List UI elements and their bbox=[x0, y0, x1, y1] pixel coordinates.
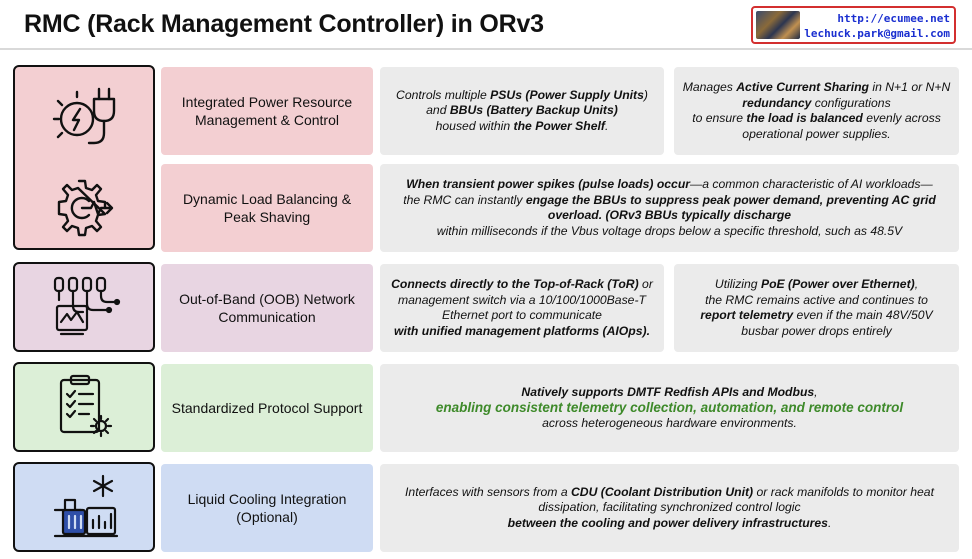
page-title: RMC (Rack Management Controller) in ORv3 bbox=[24, 10, 544, 38]
label-liquid-cooling: Liquid Cooling Integration (Optional) bbox=[161, 464, 373, 552]
cell-oob-poe: Utilizing PoE (Power over Ethernet), the… bbox=[674, 264, 959, 352]
protocol-icon-panel bbox=[13, 362, 155, 452]
cooling-icon-panel bbox=[13, 462, 155, 552]
author-badge[interactable]: http://ecumee.net lechuck.park@gmail.com bbox=[751, 6, 956, 44]
website-link[interactable]: http://ecumee.net bbox=[837, 12, 950, 25]
cell-cooling-cdu: Interfaces with sensors from a CDU (Cool… bbox=[380, 464, 959, 552]
cell-oob-tor-switch: Connects directly to the Top-of-Rack (To… bbox=[380, 264, 664, 352]
label-power-management: Integrated Power Resource Management & C… bbox=[161, 67, 373, 155]
power-icon-panel bbox=[13, 65, 155, 250]
power-plug-lightning-icon bbox=[49, 81, 123, 155]
label-oob-network: Out-of-Band (OOB) Network Communication bbox=[161, 264, 373, 352]
title-divider bbox=[0, 48, 972, 50]
author-avatar bbox=[756, 11, 800, 39]
label-load-balancing: Dynamic Load Balancing & Peak Shaving bbox=[161, 164, 373, 252]
network-icon-panel bbox=[13, 262, 155, 352]
cell-peak-shaving: When transient power spikes (pulse loads… bbox=[380, 164, 959, 252]
email-link[interactable]: lechuck.park@gmail.com bbox=[804, 27, 950, 40]
cell-protocol-redfish: Natively supports DMTF Redfish APIs and … bbox=[380, 364, 959, 452]
label-protocol-support: Standardized Protocol Support bbox=[161, 364, 373, 452]
coolant-pump-snowflake-icon bbox=[49, 470, 123, 544]
cell-power-current-sharing: Manages Active Current Sharing in N+1 or… bbox=[674, 67, 959, 155]
cell-power-psu-bbu: Controls multiple PSUs (Power Supply Uni… bbox=[380, 67, 664, 155]
clipboard-checklist-gear-icon bbox=[49, 370, 123, 444]
network-switch-icon bbox=[49, 270, 123, 344]
gear-pulse-arrow-icon bbox=[49, 171, 123, 245]
